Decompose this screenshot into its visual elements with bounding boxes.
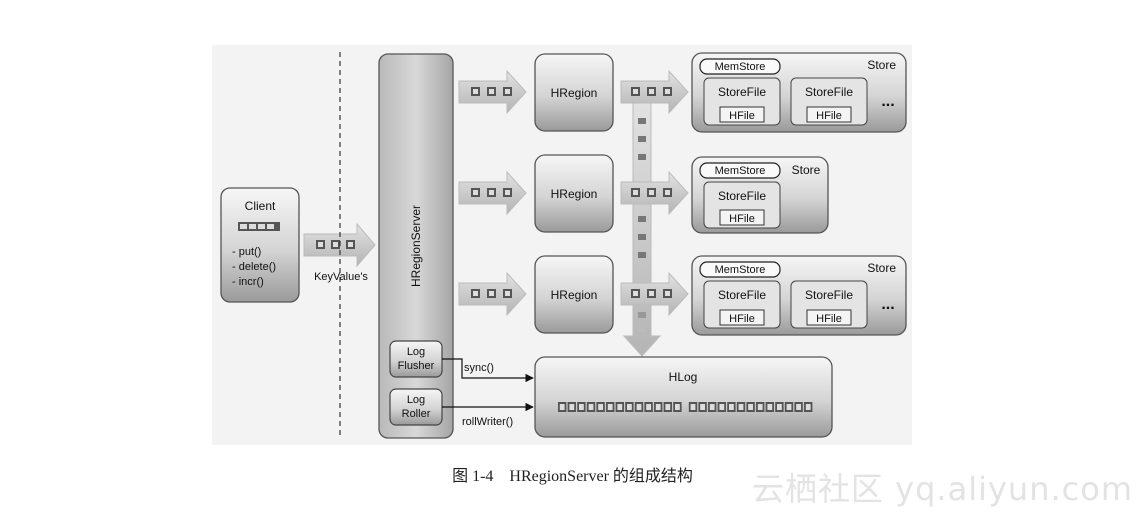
store-box: MemStore Store StoreFile HFile StoreFile… bbox=[691, 52, 907, 133]
hlog-entry-cell-inner bbox=[588, 404, 594, 410]
hlog-entry-cell-inner bbox=[665, 404, 671, 410]
hregion-label: HRegion bbox=[551, 187, 598, 201]
memstore-label: MemStore bbox=[715, 61, 766, 73]
hfile-box bbox=[719, 309, 765, 326]
memstore-pill bbox=[699, 261, 781, 278]
server-to-region-arrow bbox=[458, 170, 527, 216]
memstore-label: MemStore bbox=[715, 165, 766, 177]
hlog-entry-cell-inner bbox=[569, 404, 575, 410]
client-method: - put() bbox=[232, 246, 261, 258]
hlog-entry-cell-inner bbox=[729, 404, 734, 410]
hlog-entry-cell-inner bbox=[786, 404, 792, 410]
hregion-box: HRegion bbox=[534, 255, 614, 334]
hlog-entry-cell-inner bbox=[690, 404, 696, 410]
region-to-store-arrow bbox=[620, 170, 689, 216]
more-ellipsis: ... bbox=[881, 296, 894, 313]
keyvalues-label: KeyValue's bbox=[314, 271, 368, 283]
hregionserver-box: HRegionServer bbox=[378, 53, 454, 439]
hlog-entry-cell-inner bbox=[805, 404, 811, 410]
hlog-entry-cell-inner bbox=[598, 404, 603, 410]
hfile-box bbox=[719, 106, 765, 123]
hlog-entry-cell-inner bbox=[738, 404, 744, 410]
client-method: - incr() bbox=[232, 276, 264, 288]
storefile-box: StoreFile HFile bbox=[703, 181, 781, 229]
client-box: Client - put() - delete() - incr() bbox=[220, 187, 300, 303]
hlog-entry-cell-inner bbox=[579, 404, 584, 410]
hlog-entries bbox=[558, 402, 813, 412]
more-ellipsis: ... bbox=[881, 93, 894, 110]
hfile-label: HFile bbox=[729, 213, 755, 225]
hlog-box: HLog bbox=[534, 356, 833, 438]
storefile-label: StoreFile bbox=[718, 85, 766, 99]
memstore-label: MemStore bbox=[715, 264, 766, 276]
log-flusher-label: Log bbox=[407, 346, 425, 358]
watermark: 云栖社区 yq.aliyun.com bbox=[751, 470, 1133, 508]
hlog-entry-cell-inner bbox=[748, 404, 753, 410]
hlog-entry-cell-inner bbox=[675, 404, 680, 410]
hfile-label: HFile bbox=[729, 313, 755, 325]
hfile-box bbox=[806, 309, 852, 326]
storefile-box: StoreFile HFile bbox=[790, 280, 868, 329]
hlog-entry-cell-inner bbox=[709, 404, 715, 410]
hlog-entry-cell-inner bbox=[777, 404, 782, 410]
hlog-entry-cell-inner bbox=[767, 404, 773, 410]
sync-label: sync() bbox=[464, 362, 494, 374]
hregion-box: HRegion bbox=[534, 53, 614, 132]
storefile-box: StoreFile HFile bbox=[790, 77, 868, 126]
storefile-box: StoreFile HFile bbox=[703, 77, 781, 126]
store-label: Store bbox=[867, 261, 896, 275]
storefile-label: StoreFile bbox=[805, 288, 853, 302]
hfile-label: HFile bbox=[729, 110, 755, 122]
hlog-entry-cell-inner bbox=[700, 404, 705, 410]
hregion-box: HRegion bbox=[534, 154, 614, 233]
log-roller-label: Roller bbox=[402, 408, 431, 420]
hlog-entry-cell-inner bbox=[636, 404, 642, 410]
client-data-cells bbox=[238, 222, 280, 231]
store-label: Store bbox=[867, 58, 896, 72]
store-box: MemStore Store StoreFile HFile bbox=[691, 156, 829, 234]
log-flusher-label: Flusher bbox=[398, 360, 435, 372]
hfile-label: HFile bbox=[816, 110, 842, 122]
storefile-label: StoreFile bbox=[718, 189, 766, 203]
client-title: Client bbox=[245, 199, 276, 213]
storefile-label: StoreFile bbox=[718, 288, 766, 302]
hregionserver-title: HRegionServer bbox=[409, 205, 423, 287]
log-roller-label: Log bbox=[407, 394, 425, 406]
store-label: Store bbox=[792, 163, 821, 177]
store-box: MemStore Store StoreFile HFile StoreFile… bbox=[691, 255, 907, 336]
server-to-region-arrow bbox=[458, 271, 527, 317]
hlog-entry-cell-inner bbox=[617, 404, 623, 410]
figure-caption: 图 1-4 HRegionServer 的组成结构 bbox=[452, 468, 693, 485]
client-method: - delete() bbox=[232, 261, 276, 273]
log-roller-box: Log Roller bbox=[389, 388, 443, 426]
hlog-entry-cell-inner bbox=[646, 404, 651, 410]
storefile-box: StoreFile HFile bbox=[703, 280, 781, 329]
hlog-entry-cell-inner bbox=[719, 404, 725, 410]
hfile-box bbox=[719, 209, 765, 226]
hlog-entry-cell-inner bbox=[655, 404, 661, 410]
hfile-label: HFile bbox=[816, 313, 842, 325]
sync-arrow bbox=[442, 358, 534, 383]
hlog-entry-cell-inner bbox=[627, 404, 632, 410]
hlog-title: HLog bbox=[669, 370, 698, 384]
hlog-entry-cell-inner bbox=[796, 404, 801, 410]
storefile-label: StoreFile bbox=[805, 85, 853, 99]
hregion-label: HRegion bbox=[551, 288, 598, 302]
memstore-pill bbox=[699, 58, 781, 75]
hfile-box bbox=[806, 106, 852, 123]
region-to-store-arrow bbox=[620, 271, 689, 317]
log-flusher-box: Log Flusher bbox=[389, 340, 443, 378]
hregion-label: HRegion bbox=[551, 86, 598, 100]
server-to-region-arrow bbox=[458, 69, 527, 115]
hlog-entry-cell-inner bbox=[757, 404, 763, 410]
rollwriter-label: rollWriter() bbox=[462, 416, 513, 428]
memstore-pill bbox=[699, 162, 781, 179]
hlog-entry-cell-inner bbox=[559, 404, 565, 410]
region-to-store-arrow bbox=[620, 69, 689, 115]
hlog-entry-cell-inner bbox=[607, 404, 613, 410]
